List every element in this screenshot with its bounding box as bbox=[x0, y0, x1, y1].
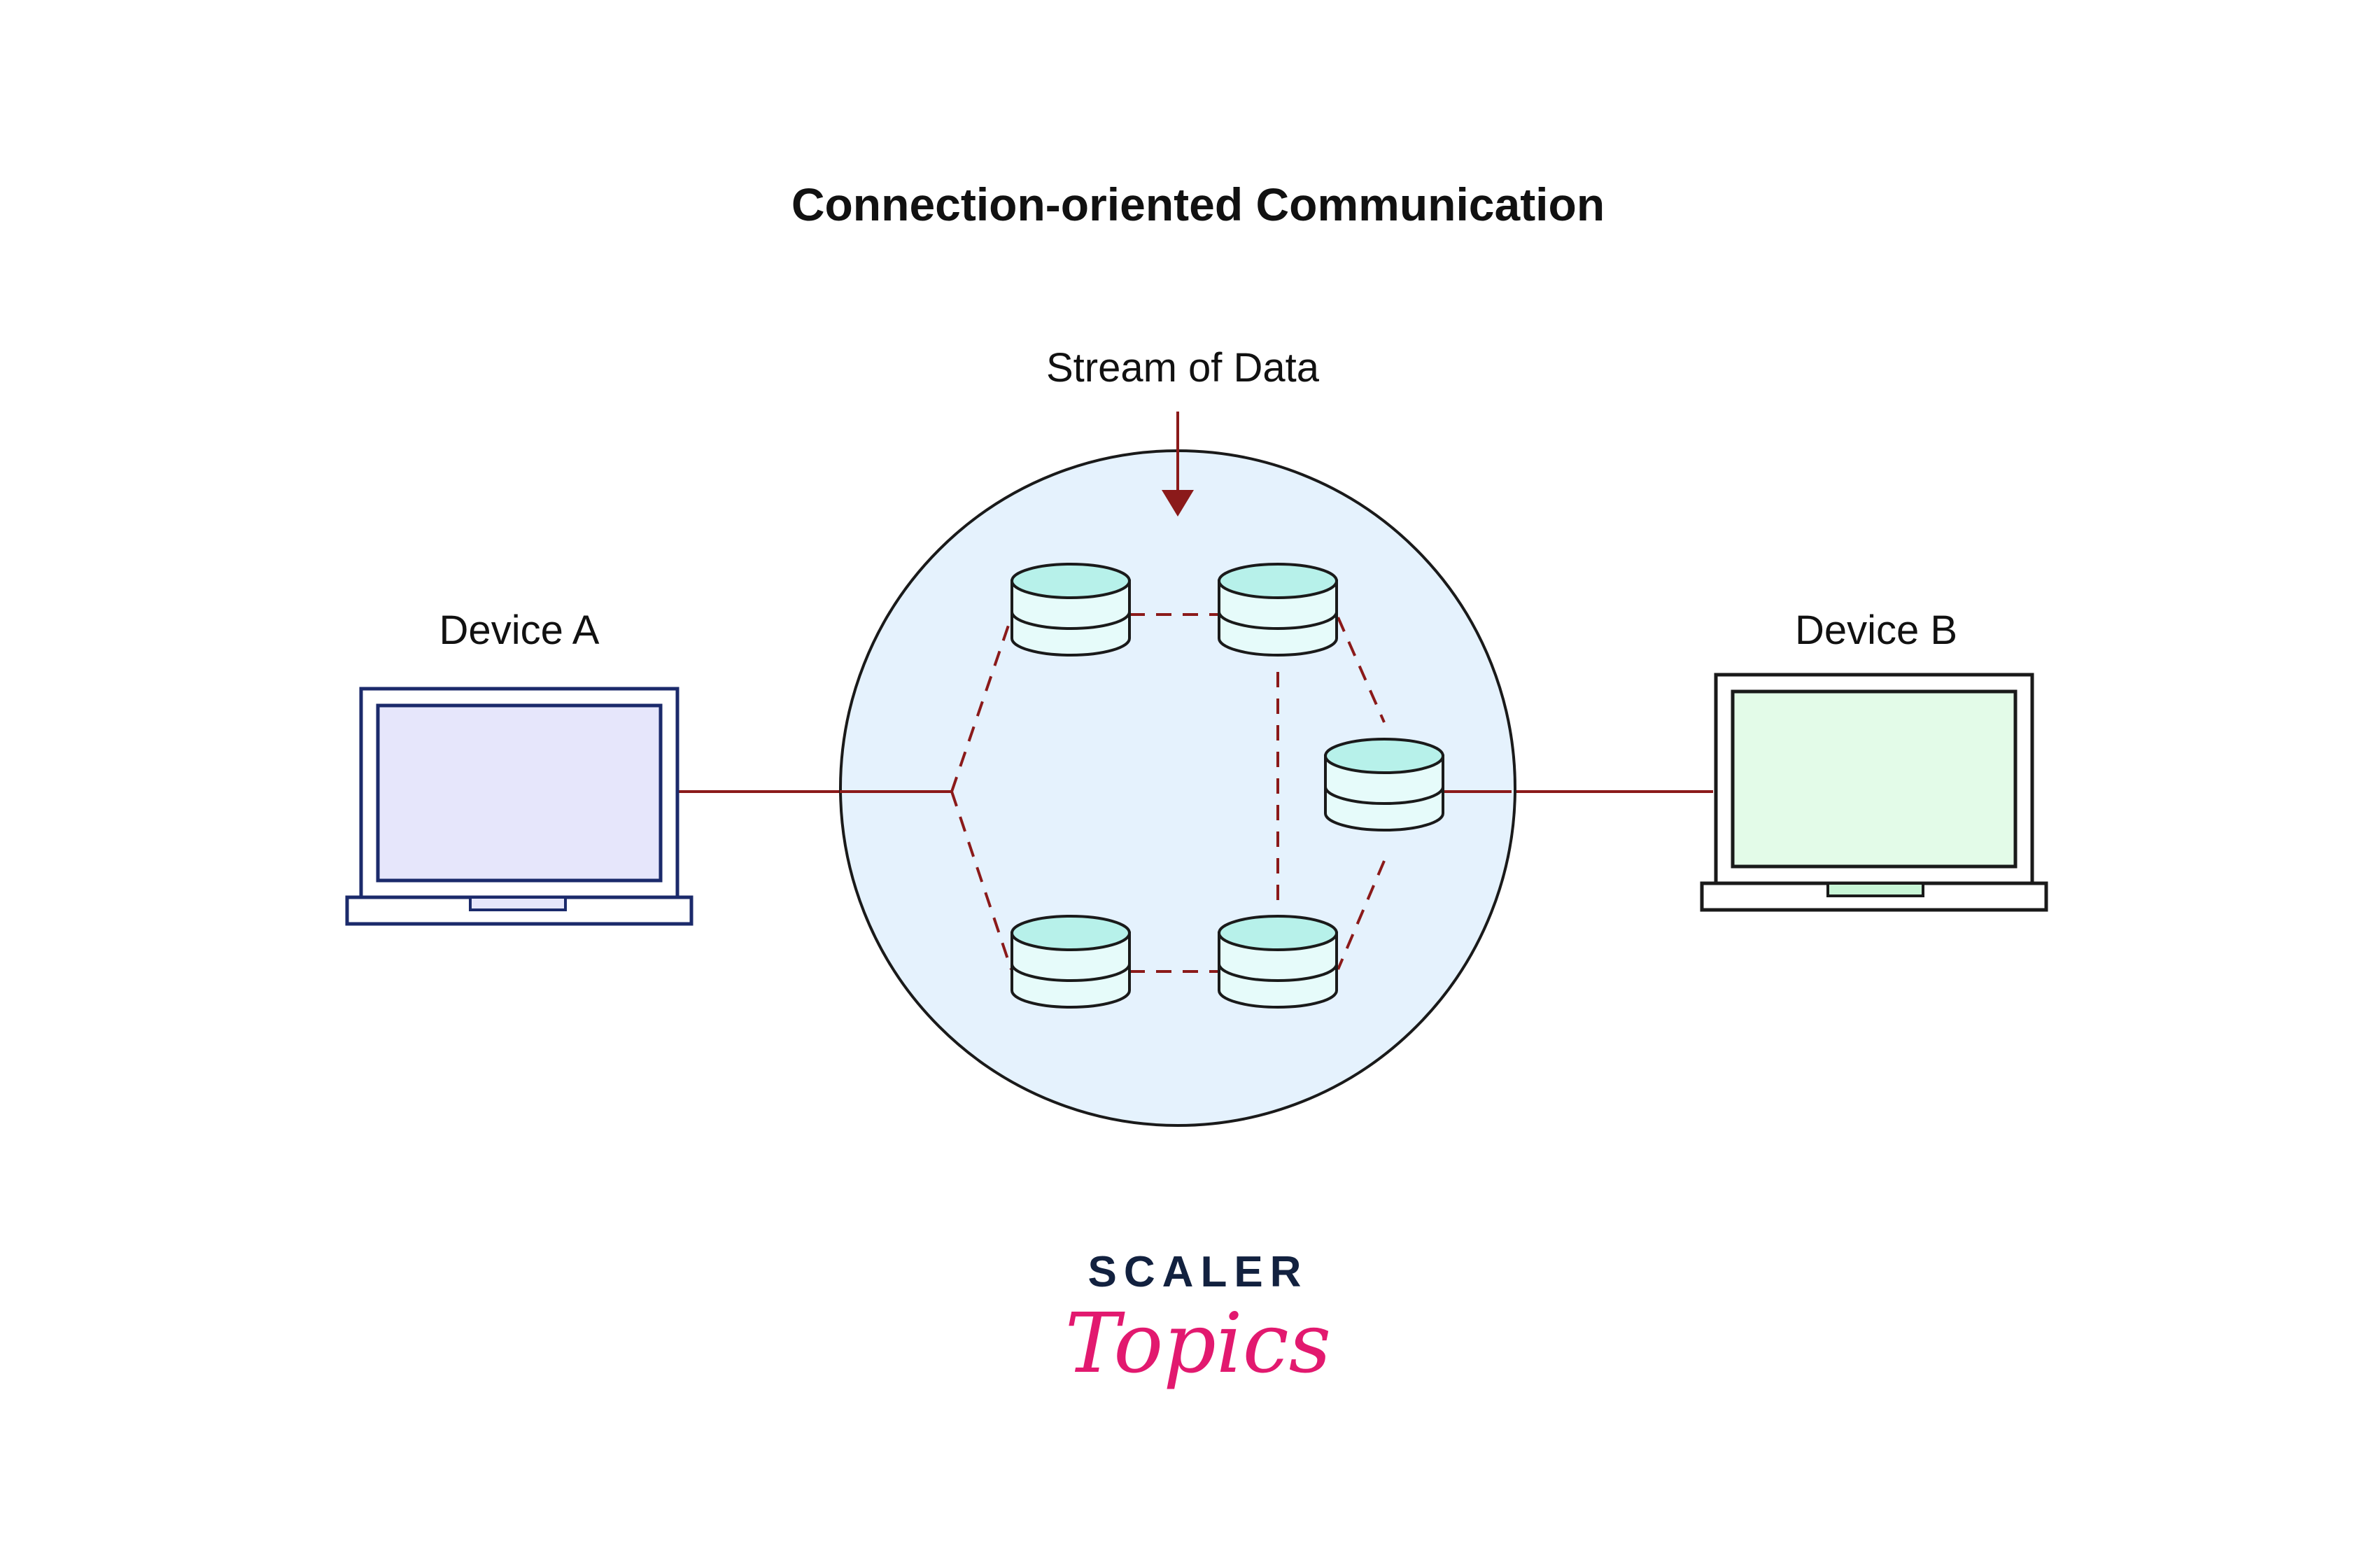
laptop-icon bbox=[1700, 673, 2048, 912]
database-icon bbox=[1011, 563, 1131, 657]
brand-name: SCALER bbox=[1088, 1248, 1309, 1296]
database-icon bbox=[1218, 563, 1338, 657]
device-b-label: Device B bbox=[1795, 608, 1957, 653]
device-b-screen bbox=[1731, 689, 2018, 869]
laptop-icon bbox=[345, 687, 693, 926]
database-icon bbox=[1324, 738, 1444, 831]
diagram-title: Connection-oriented Communication bbox=[791, 178, 1605, 230]
brand-logo: SCALER Topics bbox=[1065, 1248, 1332, 1391]
device-a-label: Device A bbox=[439, 608, 600, 653]
stream-label: Stream of Data bbox=[1046, 345, 1320, 391]
dashed-routes bbox=[950, 613, 1386, 973]
database-icon bbox=[1011, 915, 1131, 1009]
arrow-down-icon bbox=[1162, 412, 1194, 517]
database-icon bbox=[1218, 915, 1338, 1009]
device-a-screen bbox=[376, 703, 663, 883]
brand-tagline: Topics bbox=[1065, 1295, 1332, 1391]
